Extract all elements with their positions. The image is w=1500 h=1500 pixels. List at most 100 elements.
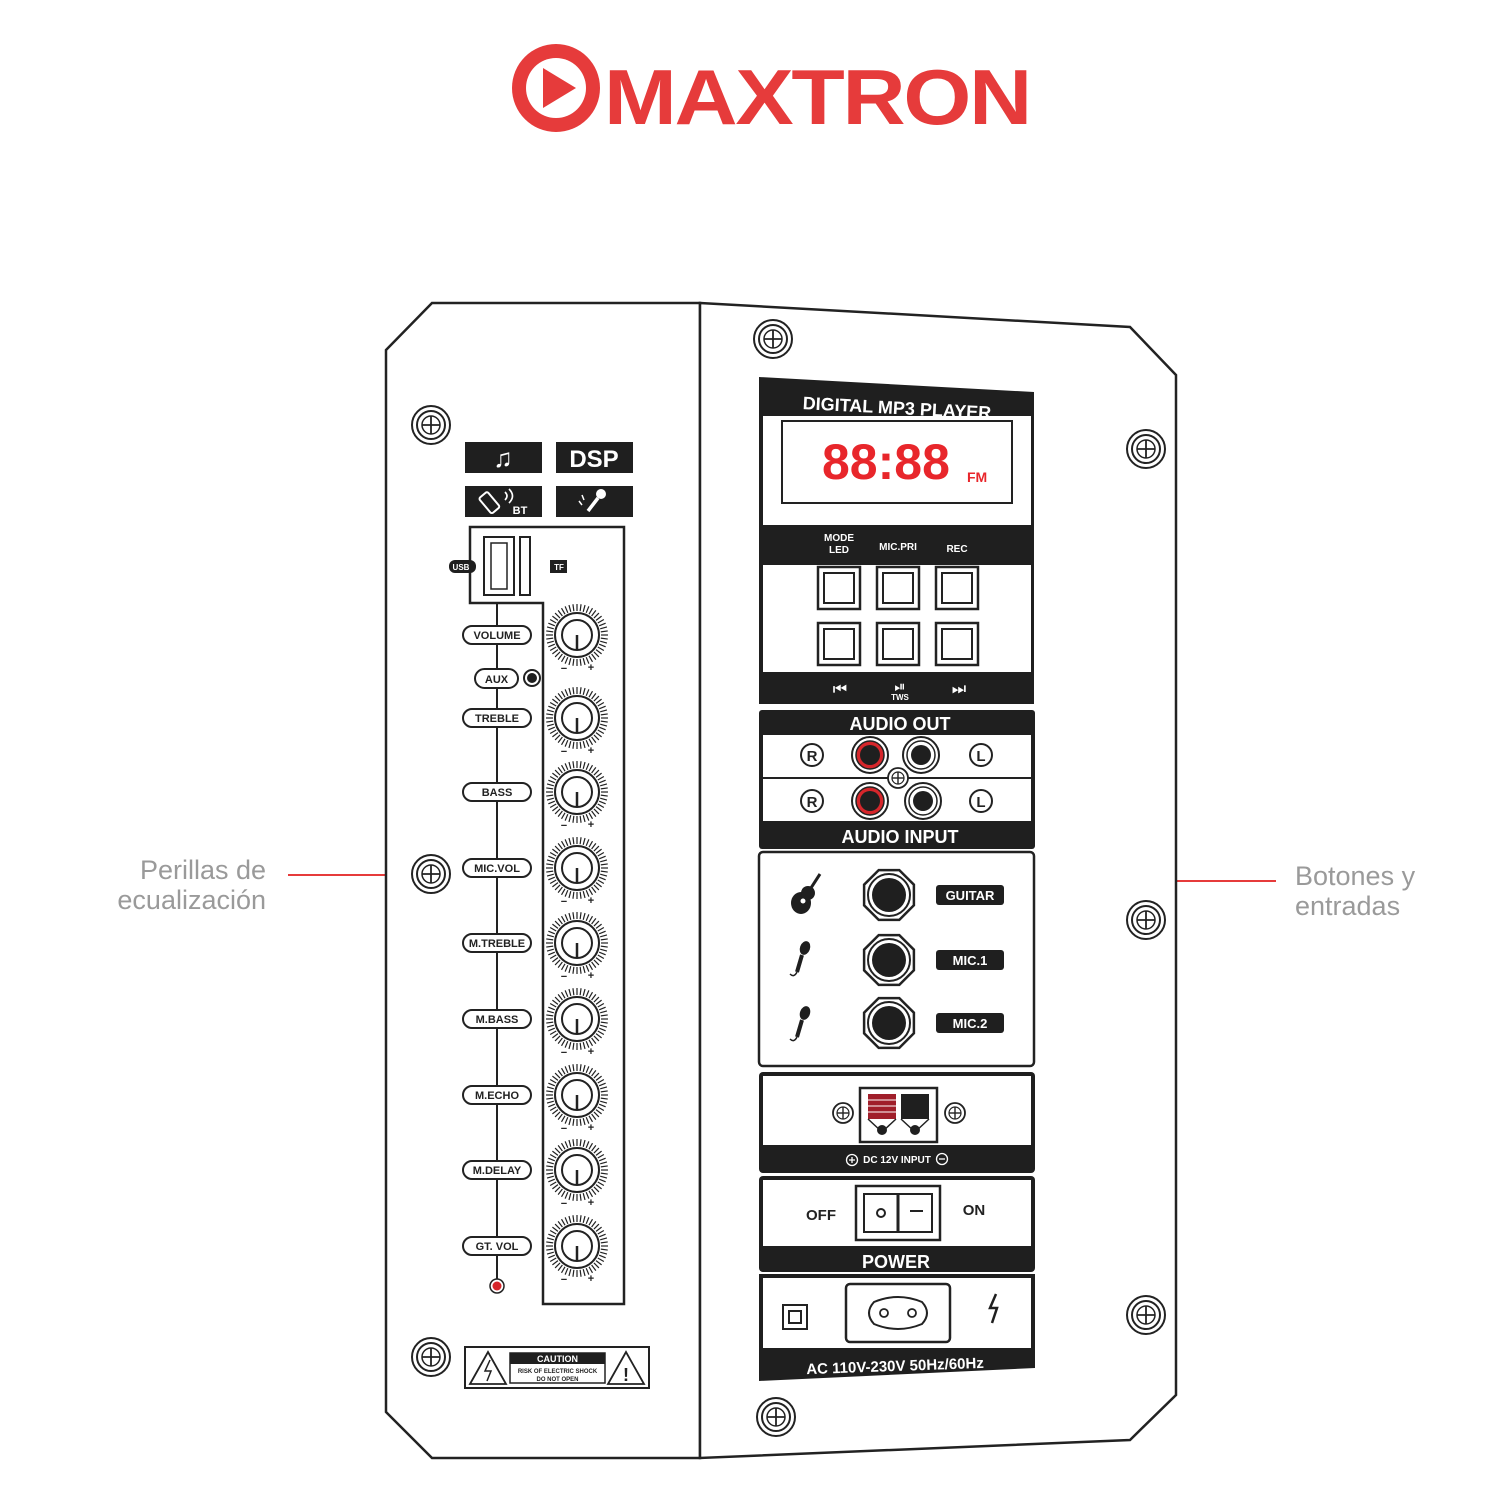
eq-knob: VOLUME−+: [462, 604, 608, 675]
screw-icon: [756, 1397, 796, 1437]
player-buttons: [816, 565, 980, 667]
caution-title: CAUTION: [537, 1354, 578, 1364]
input-label-tag: [936, 1013, 1004, 1033]
eq-knobs: VOLUME−+TREBLE−+BASS−+MIC.VOL−+M.TREBLE−…: [462, 604, 608, 1286]
player-button[interactable]: [875, 565, 921, 611]
karaoke-mic-icon: [578, 489, 606, 513]
music-mode-badge: [465, 442, 542, 473]
callout-left-text: Perillas de ecualización: [60, 855, 266, 915]
warning-icon: [606, 1350, 646, 1385]
screw-icon: [832, 1102, 854, 1124]
knob-label: M.DELAY: [473, 1165, 522, 1177]
player-button[interactable]: [934, 565, 980, 611]
knob-plus: +: [588, 1046, 594, 1058]
knob-dial[interactable]: [546, 988, 608, 1050]
knob-plus: +: [588, 662, 594, 674]
caution-line1: RISK OF ELECTRIC SHOCK: [518, 1369, 598, 1375]
knob-label-tag: [462, 625, 532, 645]
screw-icon: [411, 1337, 451, 1377]
rca-jack-right[interactable]: [851, 736, 889, 774]
rca-jack-right[interactable]: [851, 782, 889, 820]
knob-label: MIC.VOL: [474, 863, 520, 875]
led-display: [781, 420, 1013, 504]
knob-minus: −: [561, 746, 567, 758]
usb-label: USB: [453, 563, 470, 572]
quarter-inch-jack[interactable]: [862, 996, 916, 1050]
dsp-label: DSP: [569, 446, 618, 473]
input-label: GUITAR: [946, 888, 995, 903]
player-button[interactable]: [816, 565, 862, 611]
aux-input: AUX: [474, 668, 541, 689]
input-label: MIC.2: [953, 1016, 988, 1031]
minus-icon: [935, 1152, 949, 1166]
ac-input-label: AC 110V-230V 50Hz/60Hz: [806, 1355, 984, 1378]
control-strip: [468, 525, 626, 1306]
microphone-icon: [789, 941, 811, 977]
aux-tag: [474, 668, 519, 689]
usb-tag: [449, 560, 476, 573]
knob-dial[interactable]: [546, 1139, 608, 1201]
screw-icon: [1126, 1295, 1166, 1335]
player-button[interactable]: [875, 621, 921, 667]
high-voltage-icon: [988, 1293, 999, 1324]
l-label: L: [976, 794, 985, 811]
rec-label: REC: [946, 544, 967, 555]
knob-label-tag: [462, 1009, 532, 1029]
knob-dial[interactable]: [546, 837, 608, 899]
knob-dial[interactable]: [546, 1215, 608, 1277]
knob-plus: +: [588, 819, 594, 831]
knob-dial[interactable]: [546, 687, 608, 749]
play-pause-icon: ⏯: [894, 678, 905, 694]
knob-label: GT. VOL: [476, 1241, 519, 1253]
dc-input-module: DC 12V INPUT: [759, 1072, 1035, 1173]
player-button[interactable]: [934, 621, 980, 667]
quarter-inch-jack[interactable]: [862, 933, 916, 987]
screw-icon: [411, 405, 451, 445]
knob-dial[interactable]: [546, 761, 608, 823]
left-channel-marker: [969, 789, 993, 813]
eq-knob: MIC.VOL−+: [462, 837, 608, 908]
quarter-inch-jack[interactable]: [862, 868, 916, 922]
callout-right-text: Botones y entradas: [1295, 861, 1485, 921]
caution-line2: DO NOT OPEN: [536, 1377, 578, 1383]
knob-dial[interactable]: [546, 604, 608, 666]
aux-label: AUX: [485, 674, 509, 686]
microphone-icon: [789, 1006, 811, 1042]
callout-right-line2: entradas: [1295, 891, 1401, 921]
player-button[interactable]: [816, 621, 862, 667]
knob-label-tag: [462, 708, 532, 728]
knob-label-tag: [462, 782, 532, 802]
dc-input-label: DC 12V INPUT: [863, 1155, 931, 1166]
power-module: OFF ON POWER: [759, 1176, 1035, 1272]
knob-label-tag: [462, 858, 532, 878]
screw-icon: [753, 319, 793, 359]
knob-plus: +: [588, 1197, 594, 1209]
previous-icon: ⏮: [833, 681, 847, 698]
ac-input-module: AC 110V-230V 50Hz/60Hz: [759, 1274, 1035, 1381]
eq-knob: BASS−+: [462, 761, 608, 832]
dsp-badge: [556, 442, 633, 473]
mode-label-line1: MODE: [824, 533, 854, 544]
knob-dial[interactable]: [546, 1064, 608, 1126]
l-label: L: [976, 748, 985, 765]
rca-jack-left[interactable]: [904, 782, 942, 820]
callout-right-line1: Botones y: [1295, 861, 1416, 891]
plus-icon: [845, 1153, 859, 1167]
next-icon: ⏭: [952, 681, 966, 698]
music-note-icon: ♫: [493, 443, 513, 473]
knob-minus: −: [561, 971, 567, 983]
knob-label: M.ECHO: [475, 1090, 519, 1102]
input-label-tag: [936, 885, 1004, 905]
eq-knob: GT. VOL−+: [462, 1215, 608, 1286]
tf-card-slot[interactable]: [519, 536, 531, 596]
knob-minus: −: [561, 1123, 567, 1135]
knob-label-tag: [462, 933, 532, 953]
left-channel-marker: [969, 743, 993, 767]
electric-shock-icon: [468, 1350, 508, 1385]
rca-jack-left[interactable]: [902, 736, 940, 774]
knob-plus: +: [588, 895, 594, 907]
knob-dial[interactable]: [546, 912, 608, 974]
